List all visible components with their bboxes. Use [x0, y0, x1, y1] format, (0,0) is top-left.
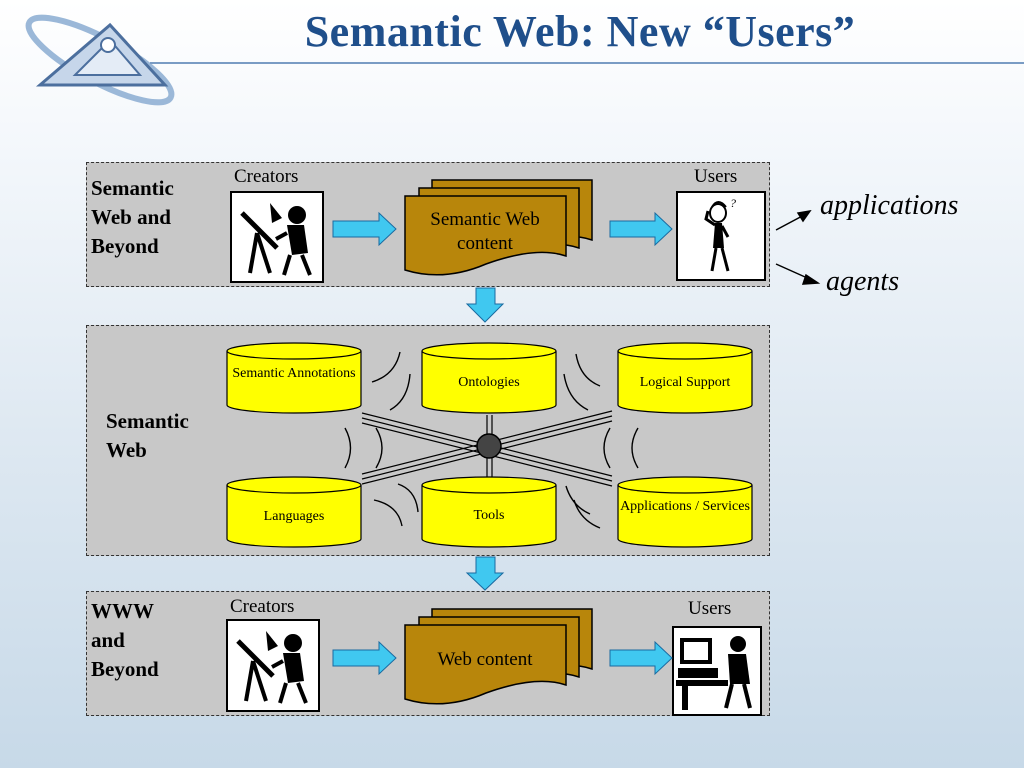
- applications-label: applications: [820, 190, 959, 221]
- user-confused-person-icon: ?: [676, 191, 766, 281]
- component-label-3: Languages: [263, 509, 325, 524]
- component-cylinder-1: [421, 342, 557, 414]
- component-label-1: Ontologies: [458, 375, 520, 390]
- agents-label: agents: [826, 266, 900, 297]
- users-label-bottom: Users: [688, 598, 732, 619]
- component-cylinder-0: [226, 342, 362, 414]
- arrow-creators-to-content-top: [332, 211, 397, 247]
- creator-designer-icon-bottom: [226, 619, 320, 712]
- arrow-down-middle-to-bottom: [465, 556, 505, 591]
- svg-text:?: ?: [730, 196, 736, 210]
- component-cylinder-3: [226, 476, 362, 548]
- arrow-creators-to-content-bottom: [332, 640, 397, 676]
- panel-label-semantic-web-and-beyond: Semantic Web and Beyond: [91, 176, 174, 258]
- component-label-5: Applications / Services: [620, 499, 750, 514]
- logo-icon: [25, 14, 175, 106]
- panel-label-semantic-web: Semantic Web: [106, 409, 189, 462]
- component-label-0: Semantic Annotations: [232, 366, 356, 381]
- component-label-4: Tools: [473, 508, 505, 523]
- component-label-2: Logical Support: [639, 375, 731, 390]
- component-cylinder-5: [617, 476, 753, 548]
- component-cylinder-2: [617, 342, 753, 414]
- web-content-label: Web content: [437, 649, 533, 670]
- users-label-top: Users: [694, 166, 738, 187]
- title-divider: [150, 62, 1024, 64]
- creators-label-bottom: Creators: [230, 596, 295, 617]
- arrow-down-top-to-middle: [465, 287, 505, 323]
- component-cylinder-4: [421, 476, 557, 548]
- creators-label-top: Creators: [234, 166, 299, 187]
- arrow-content-to-users-bottom: [609, 640, 673, 676]
- semantic-web-content-label: Semantic Web content: [430, 209, 540, 254]
- panel-label-www-and-beyond: WWW and Beyond: [91, 599, 159, 681]
- user-at-computer-icon: [672, 626, 762, 716]
- arrow-content-to-users-top: [609, 211, 673, 247]
- slide-title: Semantic Web: New “Users”: [304, 7, 856, 56]
- creator-designer-icon-top: [230, 191, 324, 283]
